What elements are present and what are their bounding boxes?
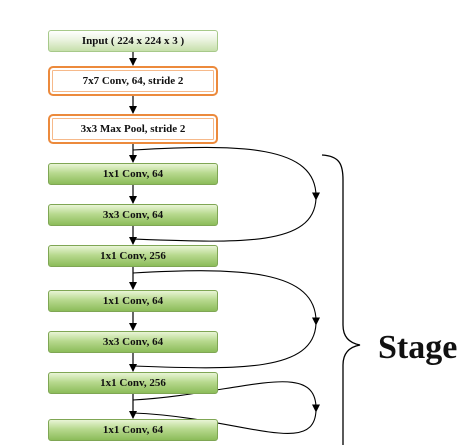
layer-box-b3c1: 1x1 Conv, 64 bbox=[48, 419, 218, 441]
skip-arrowhead-b1c3-b2c3 bbox=[312, 317, 320, 326]
layer-box-b1c3: 1x1 Conv, 256 bbox=[48, 245, 218, 267]
layer-box-maxpool: 3x3 Max Pool, stride 2 bbox=[48, 114, 218, 144]
layer-box-b2c3: 1x1 Conv, 256 bbox=[48, 372, 218, 394]
layer-box-input: Input ( 224 x 224 x 3 ) bbox=[48, 30, 218, 52]
layer-box-b2c2: 3x3 Conv, 64 bbox=[48, 331, 218, 353]
stage-brace bbox=[321, 154, 361, 445]
layer-box-conv7: 7x7 Conv, 64, stride 2 bbox=[48, 66, 218, 96]
layer-box-b1c1: 1x1 Conv, 64 bbox=[48, 163, 218, 185]
skip-connection-b1c3-b2c3 bbox=[132, 270, 317, 369]
skip-arrowhead-maxpool-b1c3 bbox=[312, 192, 320, 201]
skip-connection-maxpool-b1c3 bbox=[132, 146, 317, 242]
skip-connections-layer bbox=[132, 146, 320, 434]
stage-label: Stage bbox=[378, 329, 458, 366]
layer-box-b1c2: 3x3 Conv, 64 bbox=[48, 204, 218, 226]
layer-box-b2c1: 1x1 Conv, 64 bbox=[48, 290, 218, 312]
skip-arrowhead-b2c3-b3c1 bbox=[312, 404, 320, 413]
